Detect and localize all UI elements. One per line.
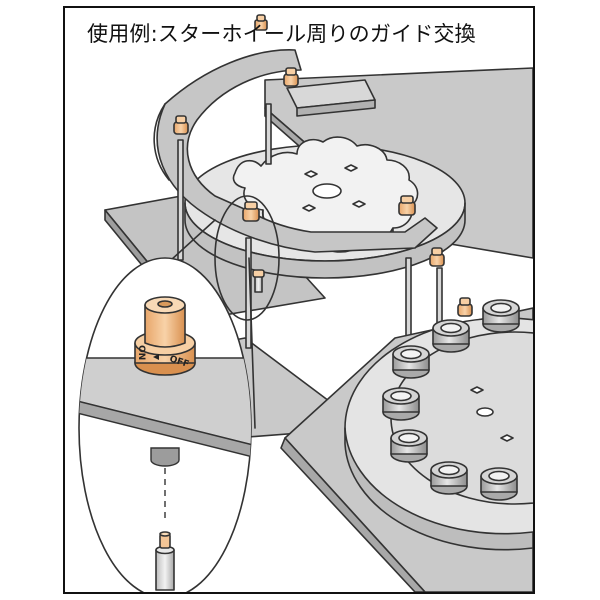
guide-pin <box>252 269 265 293</box>
caption: 使用例:スターホイール周りのガイド交換 <box>87 22 476 46</box>
right-plate-edge <box>280 437 426 592</box>
diagram: OFF ON <box>78 14 533 592</box>
container-cups <box>382 299 520 501</box>
turret-disc-side <box>344 427 533 551</box>
zoom-target-ellipse <box>214 195 280 321</box>
guide-bar-side <box>296 99 376 117</box>
illustration-frame: 使用例:スターホイール周りのガイド交換 <box>63 6 535 594</box>
nozzle-large: OFF ON <box>134 296 196 376</box>
nozzle-label-on: ON <box>136 345 146 360</box>
nozzle-pin <box>155 531 175 591</box>
curved-guide-rail <box>156 49 438 253</box>
zoom-detail: OFF ON <box>78 257 252 592</box>
